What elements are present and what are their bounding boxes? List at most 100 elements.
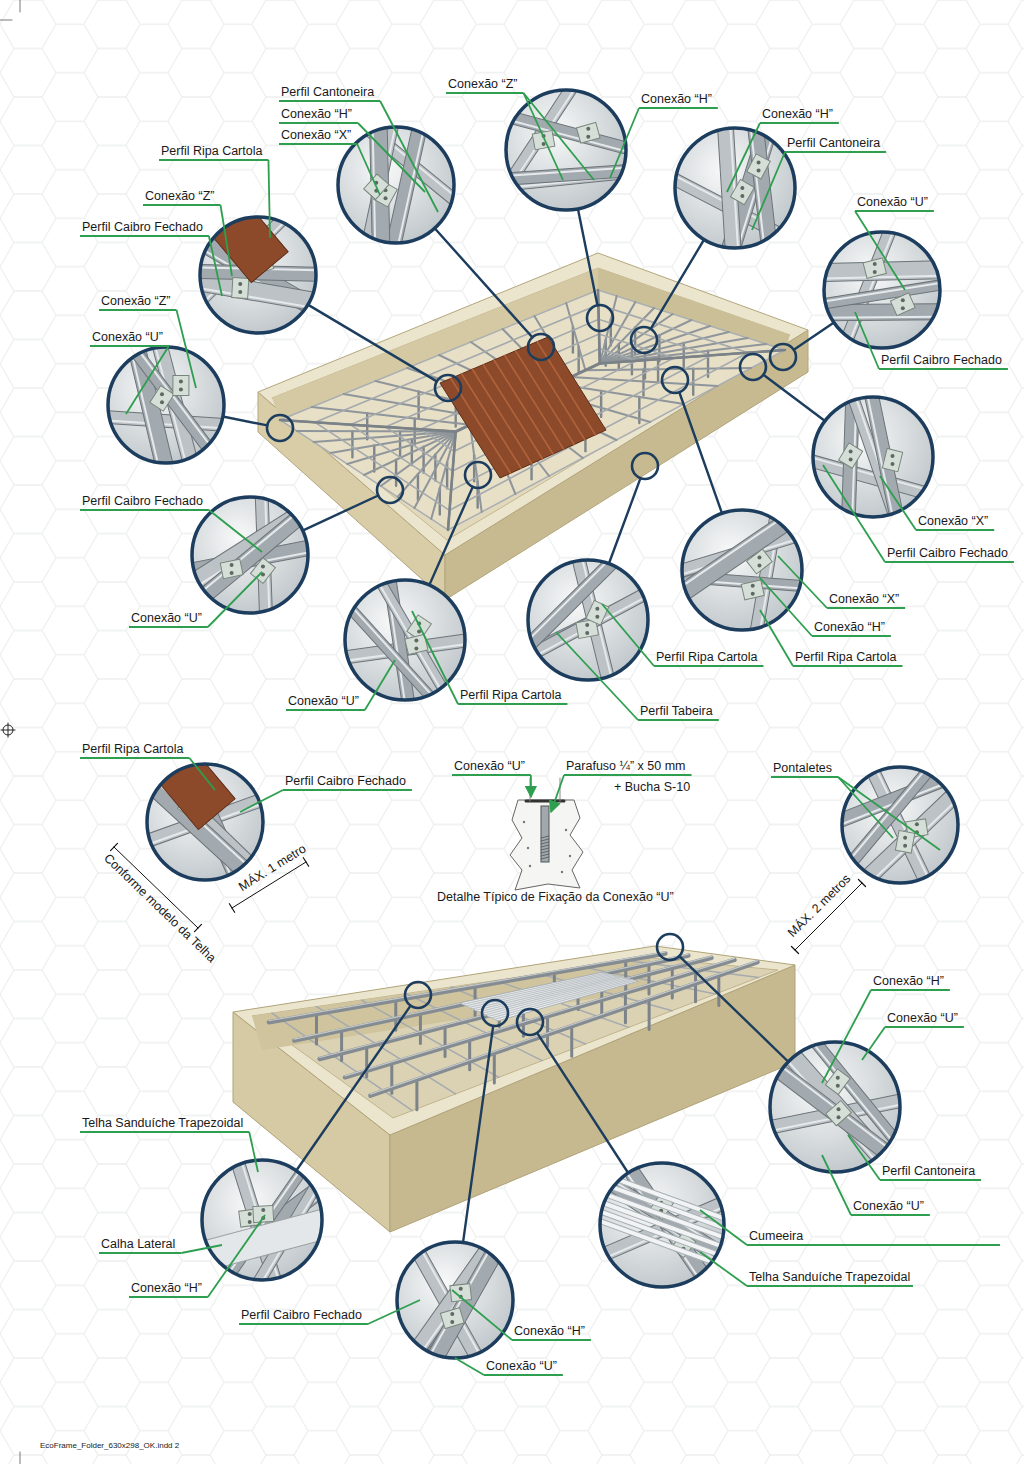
leader-line [530,775,532,797]
part-label: Conexão “Z” [101,294,170,308]
connection-plate [741,580,764,600]
purlin-edge [269,952,665,1021]
post [624,960,627,990]
leader-line [610,108,639,178]
profile-highlight [363,90,403,272]
post [351,431,353,457]
tile-rib [516,351,575,445]
callout-marker [587,305,613,331]
label-underline [143,204,220,206]
callout-circle [824,232,940,348]
steel-profile [789,303,975,320]
screw [417,630,421,634]
screw [740,194,744,198]
callout-connector [429,487,472,585]
bolt-thread [541,842,549,844]
connection-plate [826,1101,852,1126]
detail-circle [789,224,1001,401]
crop-mark [20,1452,21,1464]
label-underline [885,561,1014,563]
part-label: Pontaletes [773,761,832,775]
label-underline [916,529,994,531]
part-label: Perfil Ripa Cartola [82,742,183,756]
part-label: Conexão “Z” [448,77,517,91]
part-label: Perfil Cantoneira [882,1164,975,1178]
connection-plate [890,293,915,316]
post [415,1080,418,1110]
purlin [269,953,665,1022]
leader-line [752,152,785,230]
screw [849,450,853,454]
screw [450,1312,454,1316]
label-underline [564,774,692,776]
part-label: Perfil Ripa Cartola [656,650,757,664]
tile-rib [537,342,595,435]
screw [238,282,242,286]
concrete-block [510,800,583,890]
connection-plate [232,278,249,299]
leader-line [855,312,879,369]
sandwich-tile [597,1218,715,1265]
detail-circle [576,1157,774,1329]
detail-caption: Detalhe Típico de Fixação da Conexão “U” [437,890,674,904]
post [340,1030,343,1060]
dimension-tick [195,924,202,931]
part-label: Perfil Caibro Fechado [241,1308,362,1322]
connection-plate [450,1284,472,1302]
part-label: Conexão “U” [288,694,359,708]
callout-circle [528,560,648,680]
leader-line [556,632,638,720]
part-label: Conexão “U” [857,195,928,209]
leader-line [189,758,215,790]
leader-line [838,777,893,838]
profile-highlight [815,273,1001,279]
label-underline [99,1252,181,1254]
leader-line [760,578,812,636]
callout-circle [192,497,308,613]
screw [542,142,546,146]
screw [837,1107,841,1111]
callout-marker [631,327,657,353]
part-label: Conexão “H” [641,92,712,106]
callout-connector [296,1006,410,1171]
callout-marker [482,1000,508,1026]
label-underline [871,989,950,991]
label-underline [279,143,357,145]
file-name: EcoFrame_Folder_630x298_OK.indd 2 [40,1441,179,1451]
label-underline [283,789,412,791]
concrete-grain [561,871,563,873]
part-label: Cumeeira [749,1229,803,1243]
sandwich-tile [460,972,639,1021]
rafter [600,350,785,363]
connection-plate [220,559,243,579]
post [444,1027,447,1057]
connection-plate [586,600,609,625]
post [570,1026,573,1056]
svg-g [332,79,484,290]
crop-mark [20,0,21,12]
steel-profile [383,79,438,263]
part-label: Parafuso ¼” x 50 mm [566,759,686,773]
post [468,1040,471,1070]
leader-line [220,205,232,276]
part-label: Conexão “H” [131,1281,202,1295]
steel-profile [356,89,406,273]
leader-line [176,310,196,388]
post [395,460,397,486]
leader-line [126,346,169,414]
callout-connector [679,956,788,1062]
screw [248,1220,252,1224]
profile-highlight [503,529,641,666]
leader-line [455,1358,484,1375]
concrete-grain [527,847,529,849]
screw [248,1212,252,1216]
roof-tile [440,337,606,478]
roof-frame [280,290,785,530]
svg-g [576,1157,774,1329]
part-label: Perfil Caibro Fechado [82,494,203,508]
label-underline [851,1214,930,1216]
post [315,1014,318,1044]
label-underline [239,1323,368,1325]
wall-inner [272,268,790,540]
svg-g [789,224,1001,401]
